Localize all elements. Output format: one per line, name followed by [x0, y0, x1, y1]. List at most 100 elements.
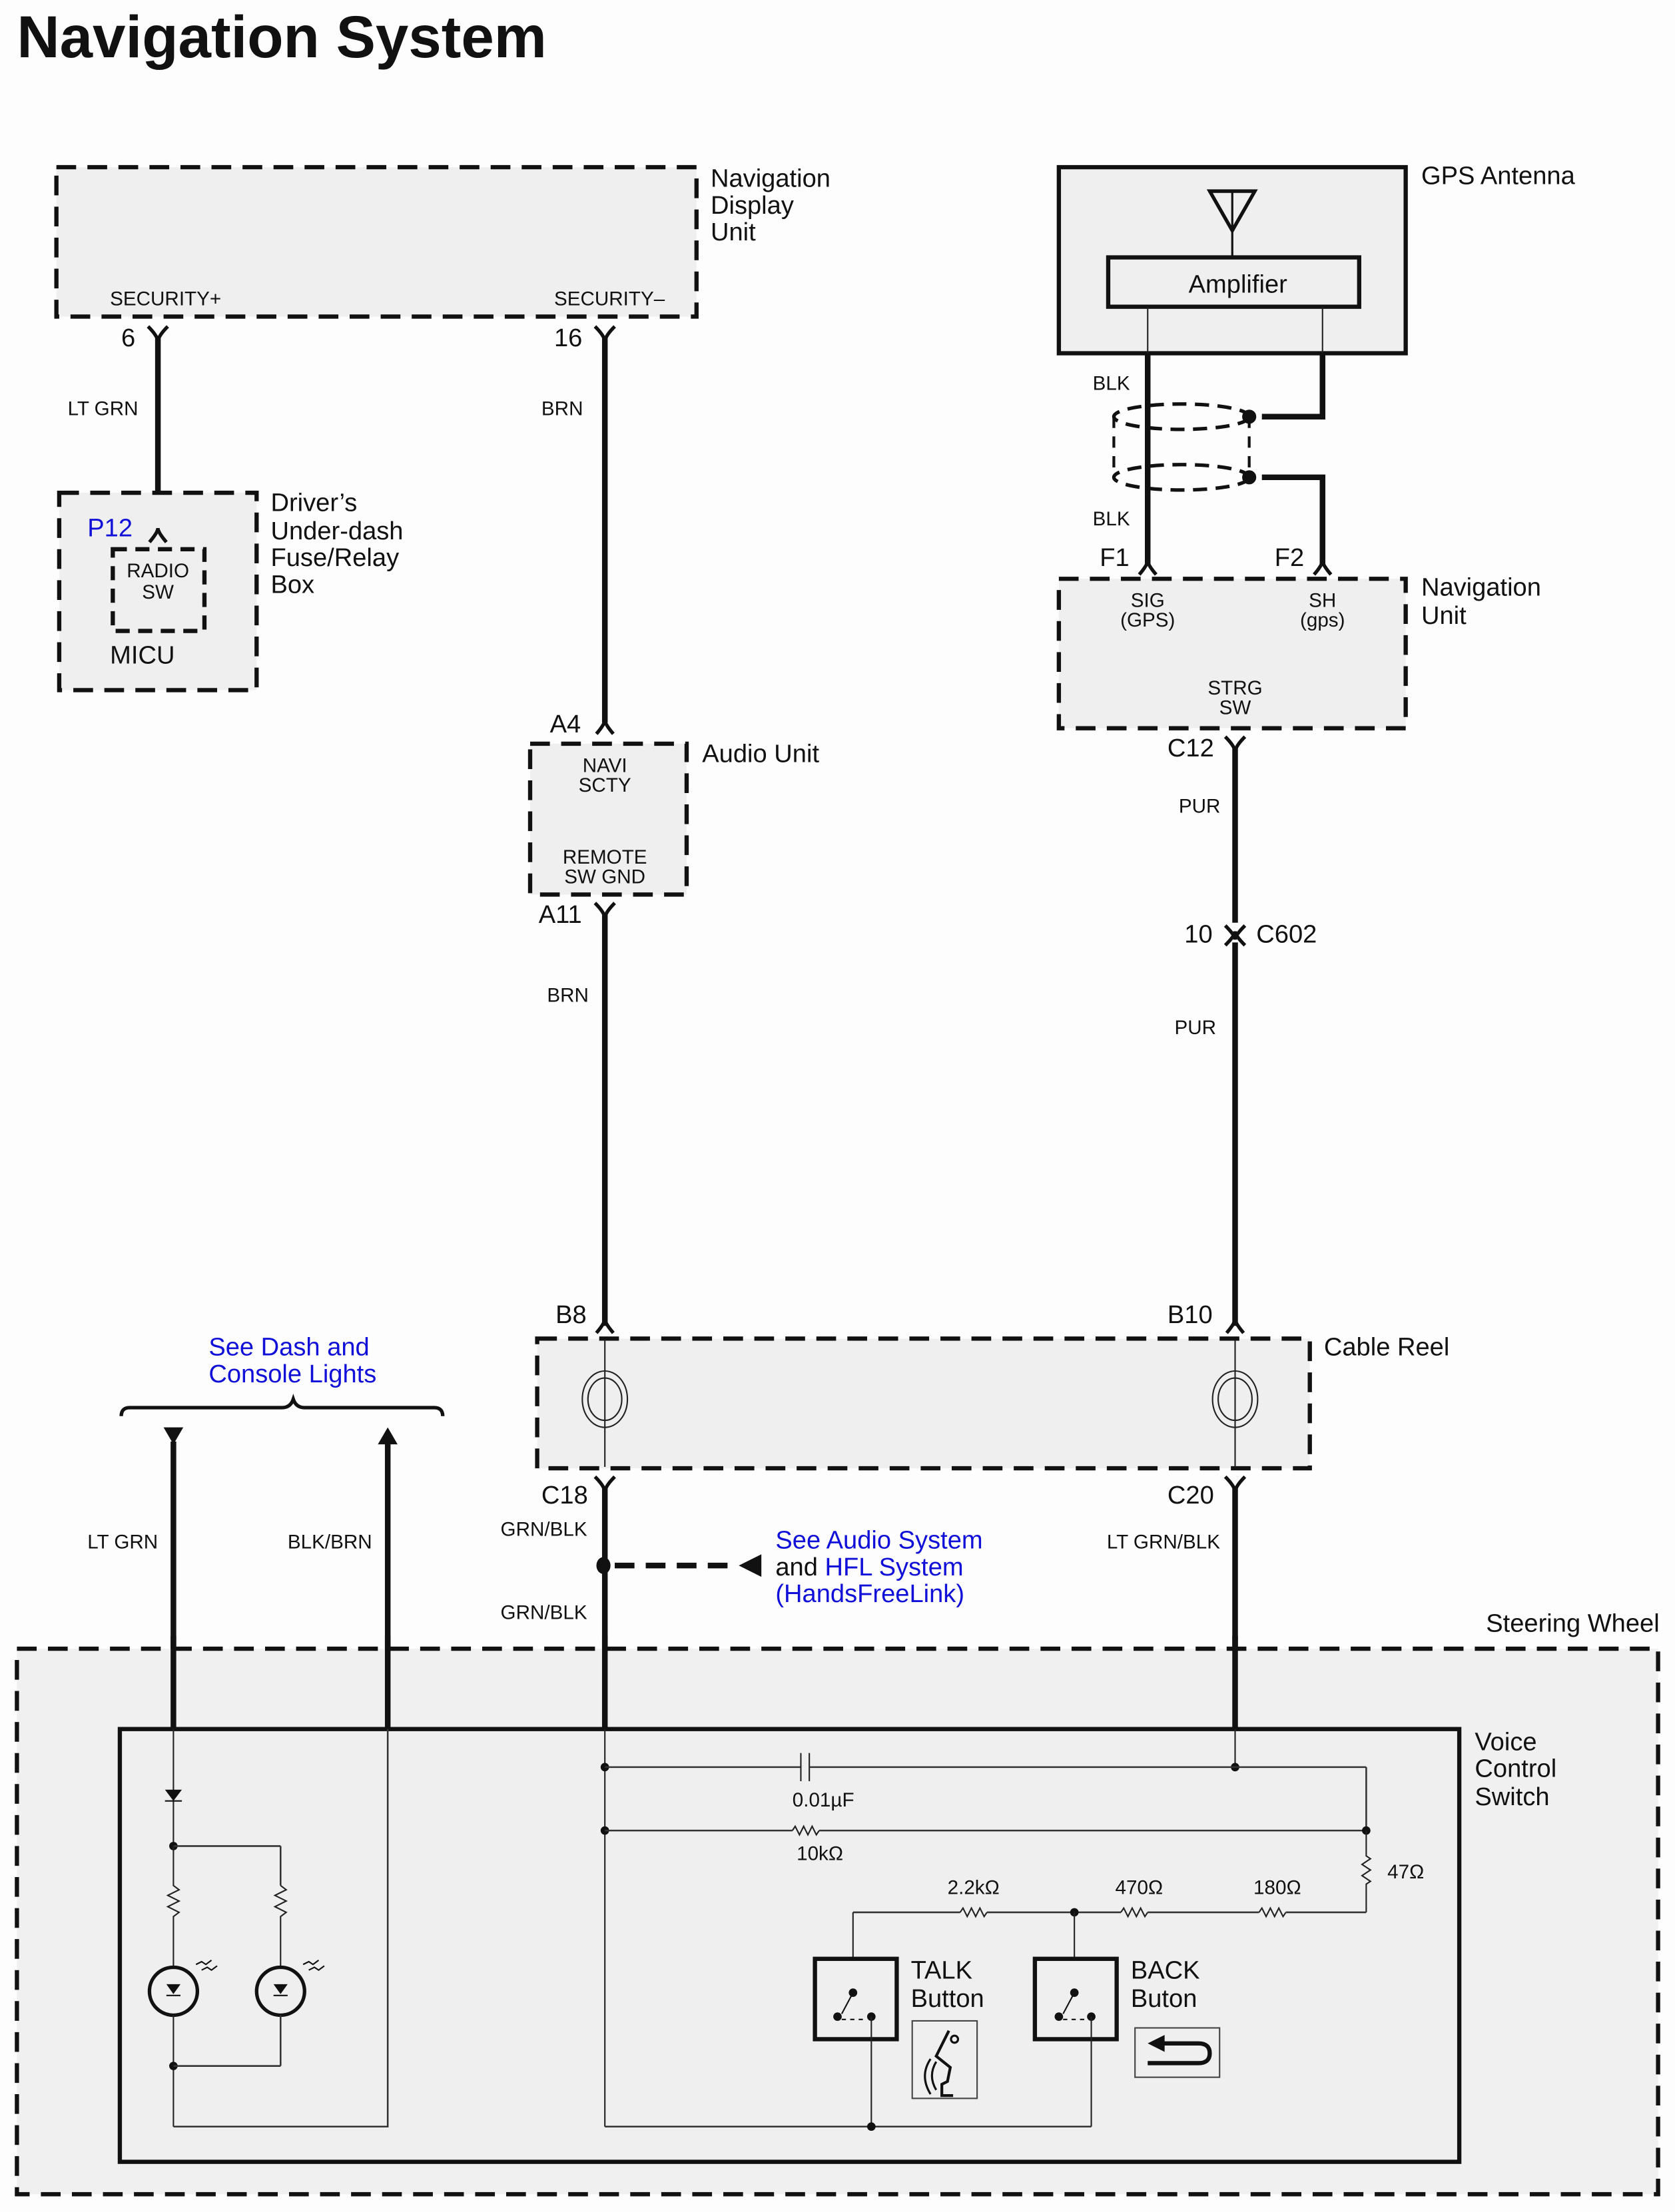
resistor-icon — [791, 1824, 820, 1836]
terminal-16: 16 — [554, 324, 582, 352]
splice-point — [596, 1557, 611, 1574]
male-terminal-icon — [148, 527, 168, 543]
pin-strg-sw-2: SW — [1219, 696, 1251, 718]
audio-unit-name: Audio Unit — [702, 740, 819, 768]
terminal-b10: B10 — [1168, 1301, 1213, 1329]
resistor-ladder: 0.01µF 10kΩ 47Ω 2.2kΩ 470Ω 180Ω — [600, 1729, 1424, 2127]
resistor-icon — [166, 1846, 181, 1968]
under-dash-fuse-relay-box[interactable]: RADIO SW MICU P12 Driver’s Under-dash Fu… — [57, 489, 404, 692]
pin-security-minus: SECURITY– — [554, 288, 665, 310]
wire-color-label: PUR — [1179, 796, 1221, 818]
terminal-c20: C20 — [1168, 1482, 1214, 1510]
dash-lights-link-1[interactable]: See Dash and — [208, 1334, 369, 1362]
wire-color-label: BLK/BRN — [288, 1531, 372, 1553]
wire-color-label: GRN/BLK — [501, 1519, 587, 1541]
pin-sh-1: SH — [1309, 590, 1336, 612]
navigation-unit[interactable]: SIG (GPS) SH (gps) STRG SW Navigation Un… — [1056, 574, 1541, 730]
amplifier-label: Amplifier — [1189, 270, 1287, 298]
c602-pin: 10 — [1184, 920, 1212, 948]
cable-reel[interactable]: Cable Reel — [535, 1334, 1450, 1471]
gps-antenna-name: GPS Antenna — [1421, 162, 1576, 190]
illumination-circuit — [147, 1729, 389, 2127]
arrow-down-icon — [163, 1427, 184, 1445]
resistor-icon — [1361, 1830, 1372, 1912]
resistor-470-value: 470Ω — [1116, 1876, 1164, 1898]
pin-navi-scty-1: NAVI — [583, 754, 627, 776]
dash-lights-link-2[interactable]: Console Lights — [208, 1360, 376, 1388]
handsfreelink-link[interactable]: (HandsFreeLink) — [775, 1580, 964, 1608]
reference-and: and — [775, 1553, 825, 1581]
arrow-up-icon — [378, 1427, 398, 1445]
micu-label: MICU — [110, 641, 174, 669]
pin-sig-2: (GPS) — [1120, 609, 1175, 631]
voice-talk-icon — [911, 2020, 978, 2099]
light-emission-icon — [195, 1960, 212, 1966]
wire-color-label: LT GRN — [87, 1531, 158, 1553]
wire-color-label: PUR — [1174, 1017, 1216, 1039]
navigation-display-unit[interactable]: Navigation Display Unit SECURITY+ SECURI… — [54, 165, 831, 319]
wire-color-label: BLK — [1093, 508, 1130, 530]
diode-icon — [165, 1789, 182, 1801]
terminal-a11: A11 — [539, 901, 582, 929]
wire-color-label: LT GRN/BLK — [1107, 1531, 1220, 1553]
audio-unit[interactable]: NAVI SCTY REMOTE SW GND Audio Unit — [527, 740, 819, 897]
male-terminal-icon — [1225, 1318, 1245, 1334]
steering-wheel-name: Steering Wheel — [1486, 1610, 1659, 1638]
talk-button[interactable]: TALK Button — [813, 1956, 984, 2099]
pin-navi-scty-2: SCTY — [579, 774, 631, 796]
pin-remote-sw-gnd-1: REMOTE — [563, 846, 647, 868]
fuse-box-name-3: Fuse/Relay — [270, 544, 399, 572]
talk-button-name-1: TALK — [911, 1956, 972, 1984]
arrow-left-icon — [739, 1554, 762, 1577]
brace-icon — [119, 1393, 445, 1416]
wire-color-label: BLK — [1093, 373, 1130, 395]
amplifier-block — [1106, 255, 1361, 309]
terminal-f2: F2 — [1275, 544, 1304, 572]
back-button[interactable]: BACK Buton — [1032, 1956, 1221, 2078]
svg-text:See Audio System: See Audio System — [775, 1527, 982, 1555]
wire-color-label: BRN — [541, 398, 583, 420]
switch-contact-icon — [840, 1992, 854, 2014]
resistor-10k-value: 10kΩ — [797, 1843, 843, 1865]
male-terminal-icon — [595, 1318, 615, 1334]
back-button-name-1: BACK — [1131, 1956, 1200, 1984]
resistor-2k2-value: 2.2kΩ — [948, 1876, 1000, 1898]
voice-switch-name-2: Control — [1475, 1755, 1556, 1783]
male-terminal-icon — [595, 719, 615, 735]
talk-button-name-2: Button — [911, 1985, 984, 2013]
shielded-cable[interactable] — [1112, 353, 1325, 565]
voice-switch-name-1: Voice — [1475, 1728, 1536, 1756]
capacitor-value: 0.01µF — [793, 1789, 854, 1811]
nav-display-name-3: Unit — [711, 218, 756, 246]
resistor-icon — [273, 1884, 288, 1968]
pin-strg-sw-1: STRG — [1207, 677, 1262, 699]
radio-sw-label-2: SW — [142, 581, 174, 603]
male-terminal-icon — [1138, 560, 1158, 576]
gps-antenna[interactable]: Amplifier GPS Antenna — [1056, 162, 1576, 356]
back-button-name-2: Buton — [1131, 1985, 1197, 2013]
fuse-box-name-1: Driver’s — [270, 489, 357, 517]
radio-sw-label-1: RADIO — [127, 560, 189, 582]
resistor-47-value: 47Ω — [1387, 1861, 1424, 1883]
nav-unit-name-1: Navigation — [1421, 574, 1541, 602]
cable-reel-name: Cable Reel — [1324, 1334, 1449, 1362]
resistor-icon — [1258, 1906, 1287, 1918]
terminal-f1: F1 — [1100, 544, 1129, 572]
resistor-180-value: 180Ω — [1253, 1876, 1301, 1898]
male-terminal-icon — [1313, 560, 1333, 576]
resistor-icon — [959, 1906, 988, 1918]
resistor-icon — [1120, 1906, 1149, 1918]
nav-display-name-1: Navigation — [711, 165, 831, 193]
voice-control-switch[interactable]: Voice Control Switch — [117, 1727, 1556, 2164]
terminal-a4: A4 — [550, 710, 581, 738]
wire-color-label: BRN — [547, 984, 589, 1006]
audio-system-link[interactable]: See Audio System — [775, 1527, 982, 1555]
hfl-system-link[interactable]: HFL System — [825, 1553, 964, 1581]
connector-p12-link[interactable]: P12 — [87, 515, 133, 543]
pin-remote-sw-gnd-2: SW GND — [564, 866, 645, 888]
terminal-6: 6 — [121, 324, 135, 352]
return-arrow-icon — [1134, 2027, 1221, 2078]
switch-contact-icon — [1062, 1992, 1076, 2014]
pin-security-plus: SECURITY+ — [110, 288, 221, 310]
